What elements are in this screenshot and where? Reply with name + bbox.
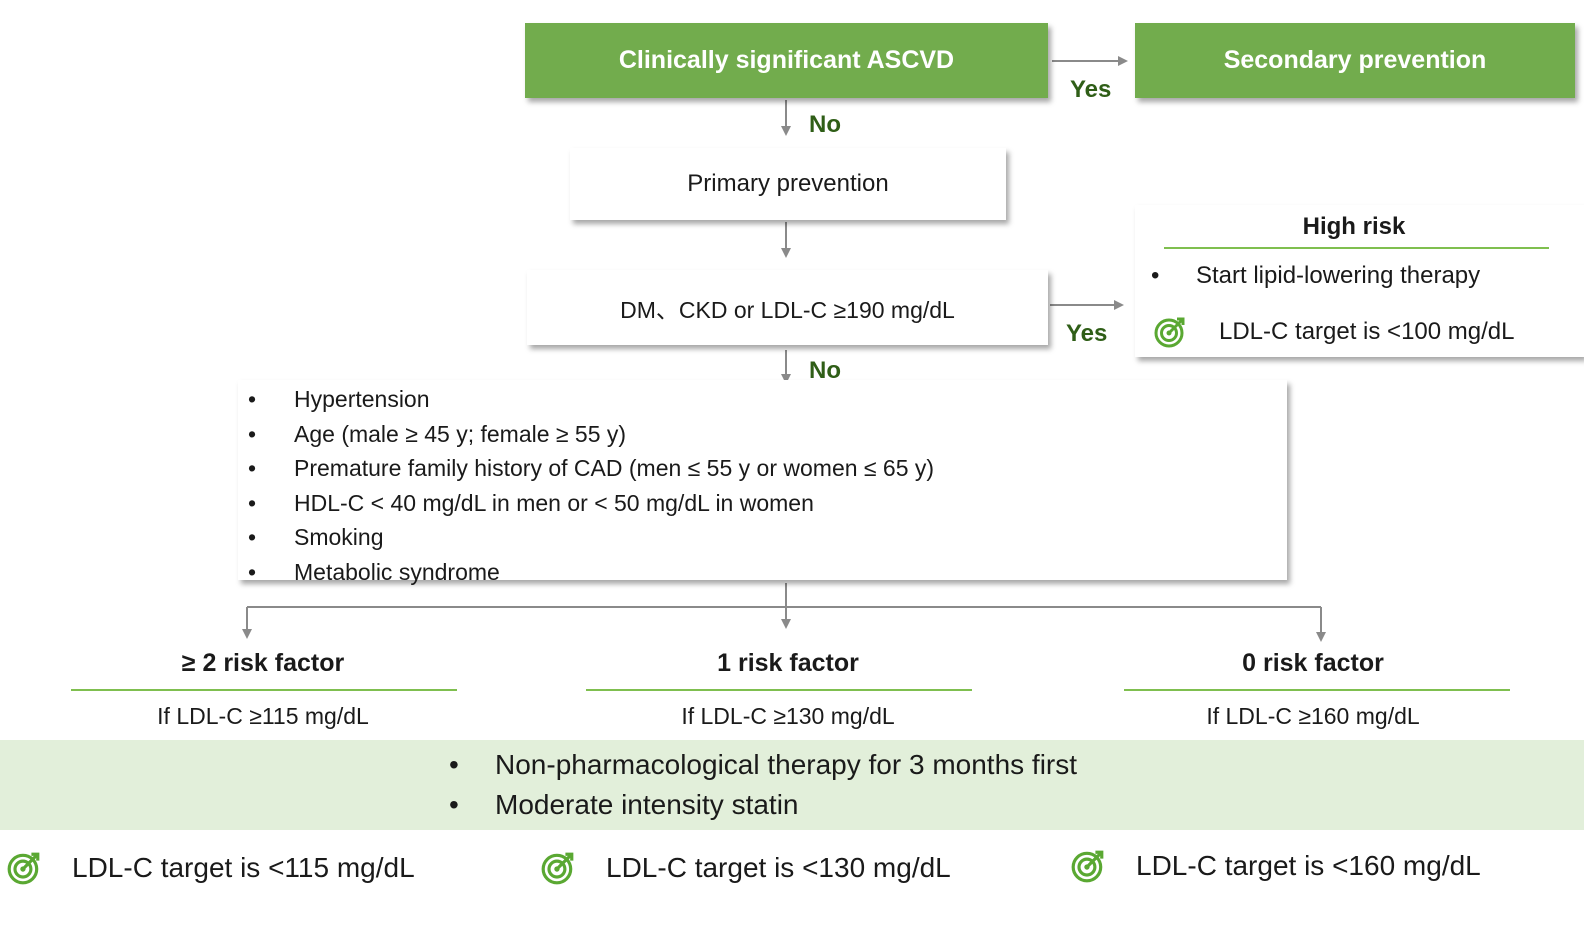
column-target-1: LDL-C target is <130 mg/dL [606,852,951,883]
risk-factor-item: Premature family history of CAD (men ≤ 5… [244,451,934,486]
column-condition-1: If LDL-C ≥130 mg/dL [681,703,895,729]
column-rule-2plus [71,689,457,691]
target-icon [541,852,574,885]
edge-label-dm-yes: Yes [1066,320,1108,347]
secondary-prevention-node: Secondary prevention [1135,23,1575,98]
risk-factor-item: Hypertension [244,382,934,417]
therapy-item: Moderate intensity statin [445,785,1077,825]
column-condition-2plus: If LDL-C ≥115 mg/dL [157,703,369,729]
primary-prevention-node: Primary prevention [570,148,1006,220]
column-rule-0 [1124,689,1510,691]
column-target-0: LDL-C target is <160 mg/dL [1136,850,1481,881]
column-heading-0: 0 risk factor [1242,649,1384,677]
target-icon [7,852,40,885]
primary-prevention-label: Primary prevention [687,170,889,197]
risk-factor-item: HDL-C < 40 mg/dL in men or < 50 mg/dL in… [244,486,934,521]
target-icon [1154,317,1185,348]
target-icon [1071,850,1104,883]
high-risk-target: LDL-C target is <100 mg/dL [1219,318,1515,345]
dm-ckd-node: DM、CKD or LDL-C ≥190 mg/dL [527,270,1048,345]
risk-factor-item: Metabolic syndrome [244,555,934,590]
secondary-prevention-label: Secondary prevention [1223,46,1487,74]
risk-factor-list: Hypertension Age (male ≥ 45 y; female ≥ … [244,382,934,589]
edge-label-dm-no: No [809,357,841,384]
column-target-0-row: LDL-C target is <160 mg/dL [1070,848,1481,884]
high-risk-bullet: Start lipid-lowering therapy [1196,262,1481,289]
risk-factors-node: Hypertension Age (male ≥ 45 y; female ≥ … [238,380,1287,589]
ascvd-node: Clinically significant ASCVD [525,23,1048,98]
ascvd-label: Clinically significant ASCVD [618,46,955,74]
column-heading-2plus: ≥ 2 risk factor [181,649,345,677]
column-rule-1 [586,689,972,691]
column-heading-1: 1 risk factor [717,649,859,677]
high-risk-target-row: LDL-C target is <100 mg/dL [1153,315,1515,349]
bullet-dot: • [1151,262,1160,289]
high-risk-bullet-row: • Start lipid-lowering therapy [1151,262,1480,290]
risk-factor-item: Age (male ≥ 45 y; female ≥ 55 y) [244,417,934,452]
column-target-2plus: LDL-C target is <115 mg/dL [72,852,415,883]
edge-label-ascvd-no: No [809,111,841,138]
column-condition-0: If LDL-C ≥160 mg/dL [1206,703,1420,729]
edge-label-ascvd-yes: Yes [1070,76,1112,103]
column-target-1-row: LDL-C target is <130 mg/dL [540,850,951,886]
therapy-band: Non-pharmacological therapy for 3 months… [0,740,1584,830]
therapy-list: Non-pharmacological therapy for 3 months… [445,745,1077,825]
column-target-2plus-row: LDL-C target is <115 mg/dL [6,850,415,886]
high-risk-rule [1164,247,1549,249]
high-risk-panel: High risk •Start lipid-lowering therapy … [1135,205,1584,357]
therapy-item: Non-pharmacological therapy for 3 months… [445,745,1077,785]
dm-ckd-label: DM、CKD or LDL-C ≥190 mg/dL [620,296,955,323]
risk-factor-item: Smoking [244,520,934,555]
high-risk-title: High risk [1302,213,1406,240]
